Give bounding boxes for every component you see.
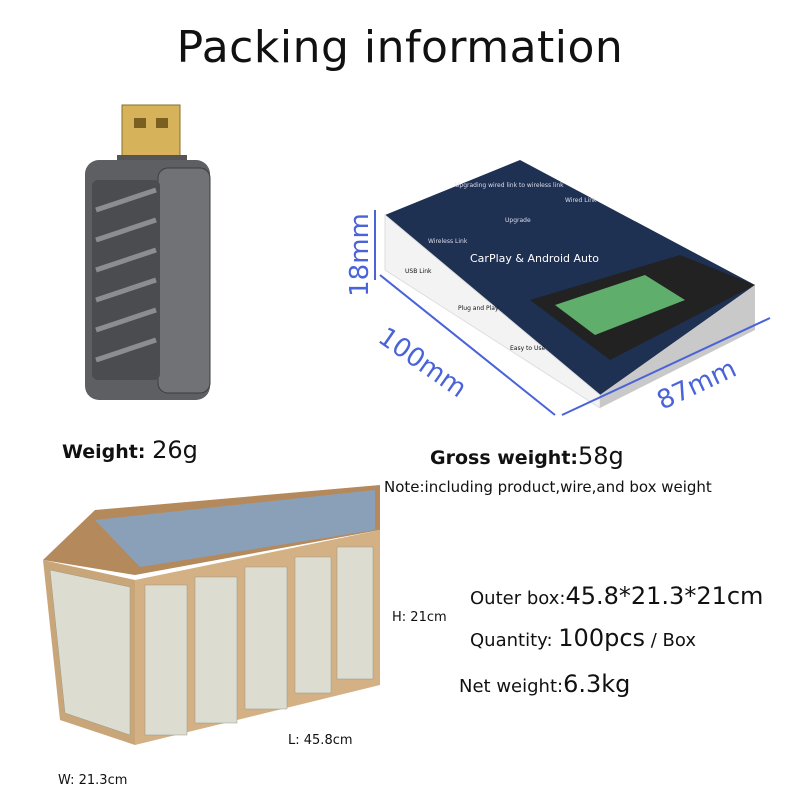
carton-width-value: 21.3cm <box>78 773 128 788</box>
box-height-dimension: 18mm <box>344 213 375 297</box>
gross-weight-label: Gross weight: <box>430 447 579 469</box>
box-header-text: Upgrading wired link to wireless link <box>455 182 564 189</box>
quantity: Quantity: 100pcs / Box <box>470 624 696 652</box>
box-feature-wireless: Wireless Link <box>428 238 468 245</box>
weight-note: Note:including product,wire,and box weig… <box>384 478 712 496</box>
carton-height: H: 21cm <box>392 610 447 625</box>
dimension-lines <box>374 210 771 416</box>
quantity-value: 100pcs <box>558 624 646 652</box>
page-title: Packing information <box>176 22 624 73</box>
carton-height-label: H: <box>392 610 407 625</box>
box-brand-line: CarPlay & Android Auto <box>470 252 600 265</box>
product-weight: Weight: 26g <box>62 436 198 464</box>
retail-box-image <box>384 160 755 409</box>
carton-width-label: W: <box>58 773 75 788</box>
box-side-easy: Easy to Use <box>510 345 546 352</box>
carton-length-value: 45.8cm <box>303 733 353 748</box>
box-side-plug: Plug and Play <box>458 305 499 312</box>
box-feature-upgrade: Upgrade <box>505 217 531 224</box>
box-side-usb: USB Link <box>405 268 432 275</box>
outer-box-value: 45.8*21.3*21cm <box>565 582 764 610</box>
gross-weight-value: 58g <box>578 442 624 470</box>
carton-length: L: 45.8cm <box>288 733 353 748</box>
weight-label: Weight: <box>62 441 146 463</box>
carton-image <box>43 485 380 745</box>
gross-weight: Gross weight:58g <box>430 442 624 470</box>
outer-box: Outer box:45.8*21.3*21cm <box>470 582 763 610</box>
weight-value: 26g <box>152 436 198 464</box>
carton-width: W: 21.3cm <box>58 773 127 788</box>
usb-dongle-image <box>85 104 211 400</box>
quantity-label: Quantity: <box>470 630 553 651</box>
net-weight-label: Net weight: <box>459 676 564 697</box>
net-weight: Net weight:6.3kg <box>459 670 630 698</box>
carton-length-label: L: <box>288 733 300 748</box>
quantity-unit: / Box <box>650 630 697 651</box>
box-feature-wired: Wired Link <box>565 197 597 204</box>
carton-height-value: 21cm <box>410 610 447 625</box>
outer-box-label: Outer box: <box>470 588 566 609</box>
net-weight-value: 6.3kg <box>563 670 631 698</box>
